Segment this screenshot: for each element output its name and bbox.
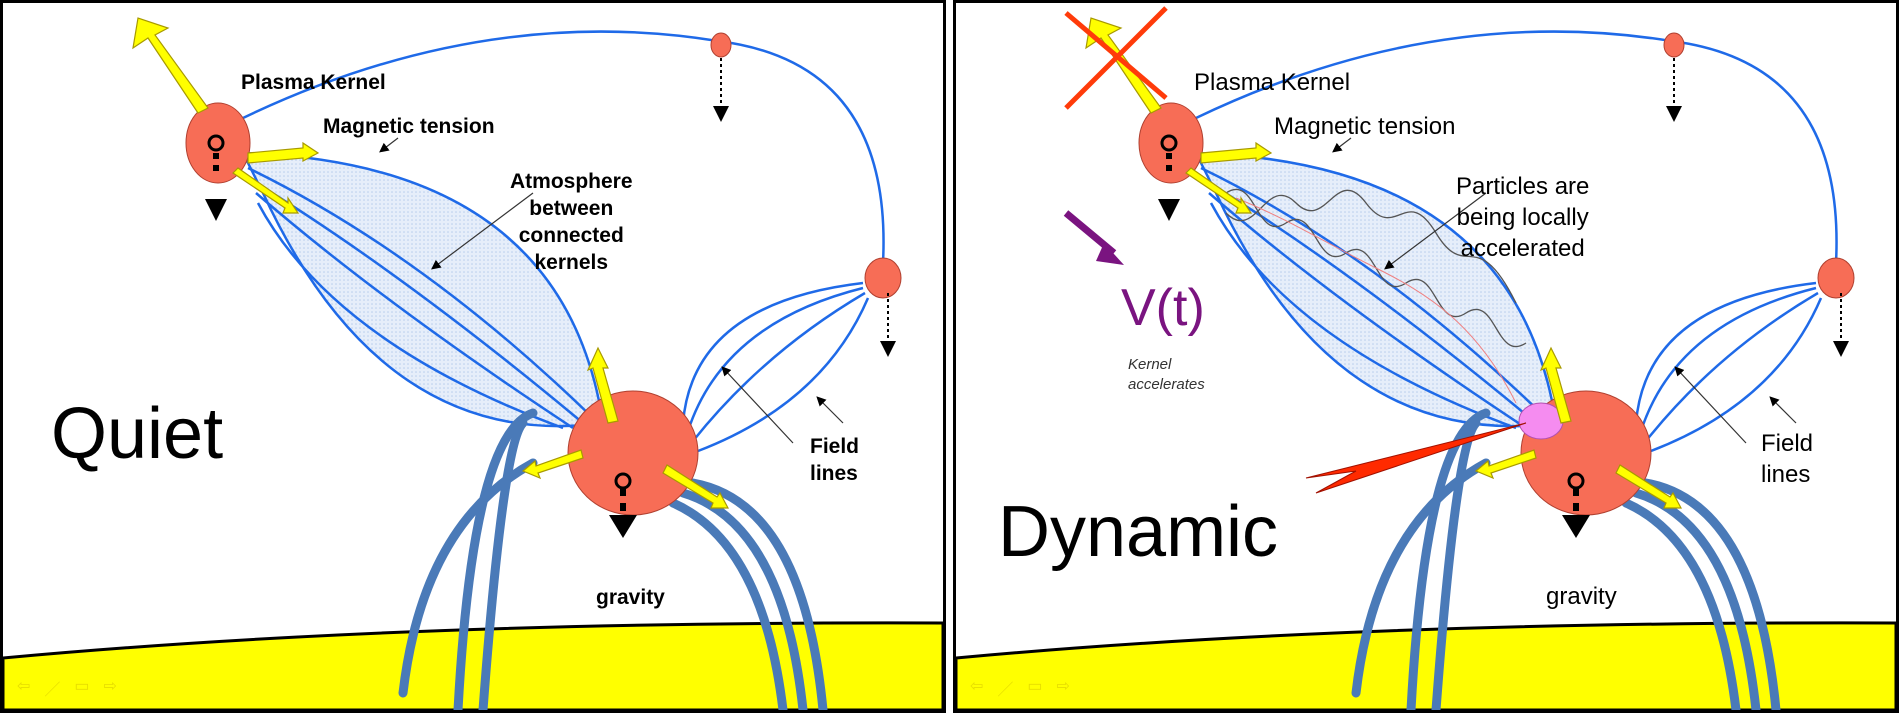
arrow-left-icon[interactable]: ⇦: [970, 678, 984, 695]
label-line: lines: [810, 462, 858, 485]
pen-icon[interactable]: ／: [997, 682, 1014, 699]
plasma-kernel-top: [1138, 102, 1204, 184]
arrow-right-icon[interactable]: ⇨: [1056, 678, 1070, 695]
dynamic-diagram: [956, 6, 1896, 710]
plasma-kernel-right: [864, 257, 902, 299]
label-line: lines: [1761, 461, 1811, 488]
slide-nav[interactable]: ⇦ ／ ▭ ⇨: [17, 676, 117, 700]
label-magnetic-tension: Magnetic tension: [1274, 113, 1456, 140]
ground: [956, 621, 1896, 710]
label-line: connected: [518, 224, 624, 247]
screen-icon[interactable]: ▭: [1027, 678, 1043, 695]
label-field-lines: Field lines: [810, 433, 859, 487]
label-velocity: V(t): [1121, 279, 1205, 337]
dynamic-panel: Plasma Kernel Magnetic tension Particles…: [953, 0, 1899, 713]
quiet-panel: Plasma Kernel Magnetic tension Atmospher…: [0, 0, 946, 713]
plasma-kernel-far: [710, 32, 732, 58]
particle-trajectory: [1225, 189, 1517, 304]
label-line: Field: [810, 435, 860, 458]
label-gravity: gravity: [596, 586, 665, 609]
label-line: between: [529, 197, 614, 220]
panel-title: Dynamic: [998, 492, 1279, 572]
gravity-marker: [1562, 472, 1590, 538]
buoyancy-arrow: [132, 17, 209, 114]
field-line: [717, 39, 885, 264]
label-line: Particles are: [1456, 173, 1590, 200]
label-plasma-kernel: Plasma Kernel: [241, 71, 386, 94]
label-line: being locally: [1456, 204, 1589, 231]
label-plasma-kernel: Plasma Kernel: [1194, 69, 1351, 96]
label-gravity: gravity: [1546, 583, 1617, 610]
plasma-kernel-right: [1817, 257, 1855, 299]
plasma-kernel-top: [185, 102, 251, 184]
field-line: [1195, 30, 1672, 120]
field-line: [1670, 39, 1838, 264]
panel-title: Quiet: [51, 394, 224, 474]
quiet-diagram: [3, 17, 943, 710]
label-line: Field: [1761, 430, 1814, 457]
field-line: [242, 30, 719, 120]
label-line: accelerated: [1460, 235, 1585, 262]
label-field-lines: Field lines: [1761, 428, 1813, 490]
arrow-right-icon[interactable]: ⇨: [103, 678, 117, 695]
ground: [3, 621, 943, 710]
plasma-kernel-main: [567, 390, 699, 516]
label-atmosphere: Atmosphere between connected kernels: [510, 168, 633, 276]
particle-trajectory: [1235, 197, 1517, 404]
label-kernel-accelerates: Kernel accelerates: [1128, 355, 1205, 395]
pen-icon[interactable]: ／: [44, 682, 61, 699]
label-line: accelerates: [1128, 376, 1205, 393]
slide-nav[interactable]: ⇦ ／ ▭ ⇨: [970, 676, 1070, 700]
plasma-kernel-far: [1663, 32, 1685, 58]
gravity-marker: [609, 472, 637, 538]
arrow-left-icon[interactable]: ⇦: [17, 678, 31, 695]
buoyancy-arrow: [1085, 17, 1162, 114]
label-line: Kernel: [1128, 356, 1172, 373]
screen-icon[interactable]: ▭: [74, 678, 90, 695]
label-line: kernels: [534, 251, 609, 274]
spark: [1305, 422, 1527, 494]
cancel-cross-icon: [1064, 6, 1168, 110]
label-particles: Particles are being locally accelerated: [1456, 171, 1589, 264]
label-line: Atmosphere: [510, 170, 633, 193]
label-magnetic-tension: Magnetic tension: [323, 115, 495, 138]
